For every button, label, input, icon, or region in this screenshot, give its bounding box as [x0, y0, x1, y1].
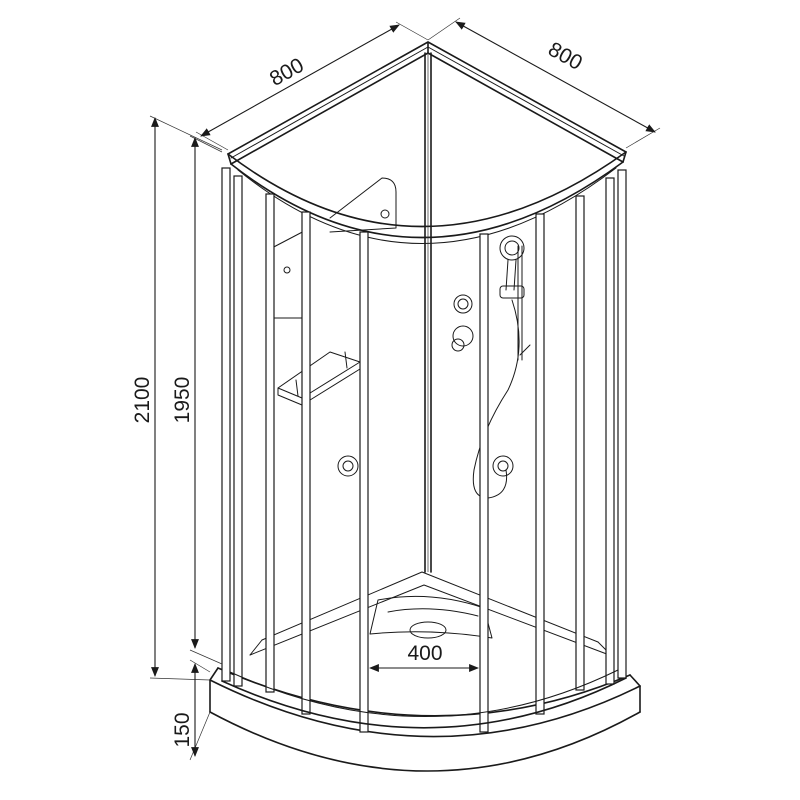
- dim-height-tray-label: 150: [171, 712, 194, 747]
- dim-width-left-label: 800: [266, 54, 308, 91]
- dim-total-height: [149, 115, 223, 681]
- back-corner-post: [424, 52, 432, 573]
- dim-door-opening-label: 400: [407, 642, 442, 665]
- door-frames: [221, 167, 627, 733]
- dim-height-total-label: 2100: [131, 377, 154, 424]
- dim-top-left: [195, 21, 429, 151]
- dim-cabin-height: [189, 135, 223, 665]
- back-panel: [267, 177, 397, 319]
- corner-seat: [369, 595, 493, 639]
- dim-top-right: [427, 17, 661, 149]
- bottom-frame: [221, 669, 627, 729]
- shelf: [277, 351, 361, 406]
- hand-shower: [472, 235, 531, 499]
- dim-width-right-label: 800: [544, 38, 586, 75]
- valve-controls: [337, 294, 514, 477]
- dim-height-cabin-label: 1950: [171, 377, 194, 424]
- dim-tray-height: [189, 659, 211, 761]
